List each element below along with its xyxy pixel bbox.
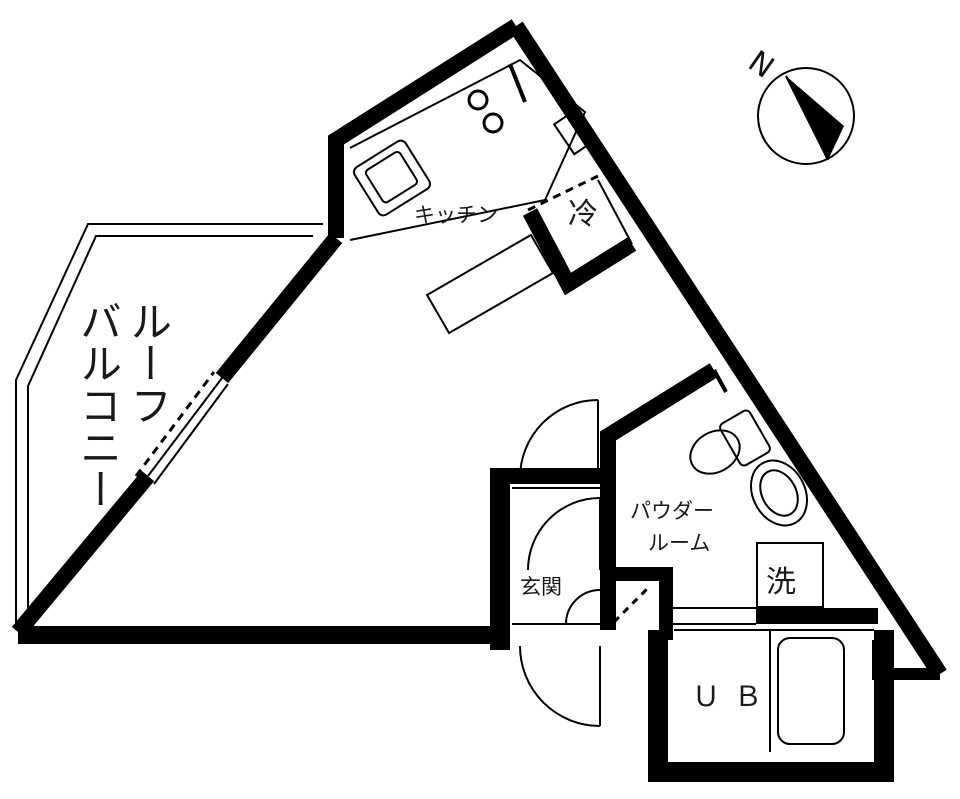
kitchen-label: キッチン — [414, 203, 498, 227]
entrance-label: 玄関 — [520, 575, 562, 599]
counter-block — [425, 233, 555, 335]
washer-label: 洗 — [766, 565, 796, 600]
kitchen-area — [349, 58, 599, 241]
bath-walls — [648, 629, 894, 782]
balcony-outline — [15, 223, 323, 630]
powder-room-label-line-2: ルーム — [648, 531, 710, 555]
doors — [519, 399, 601, 727]
toilet — [689, 409, 771, 475]
powder-room-walls — [600, 363, 878, 630]
balcony-label-column-2: ルーフ — [124, 300, 173, 426]
powder-room-label-line-1: パウダー — [630, 499, 714, 523]
fridge-box — [522, 179, 637, 296]
balcony-label-column-1: バルコニー — [74, 300, 123, 510]
washer-place — [756, 542, 824, 608]
bathtub — [777, 637, 845, 745]
fridge-label: 冷 — [568, 197, 598, 232]
unit-bath-label: ＵＢ — [692, 680, 776, 713]
entrance-walls — [490, 468, 673, 650]
compass: N — [742, 44, 855, 165]
wash-basin — [750, 459, 808, 527]
